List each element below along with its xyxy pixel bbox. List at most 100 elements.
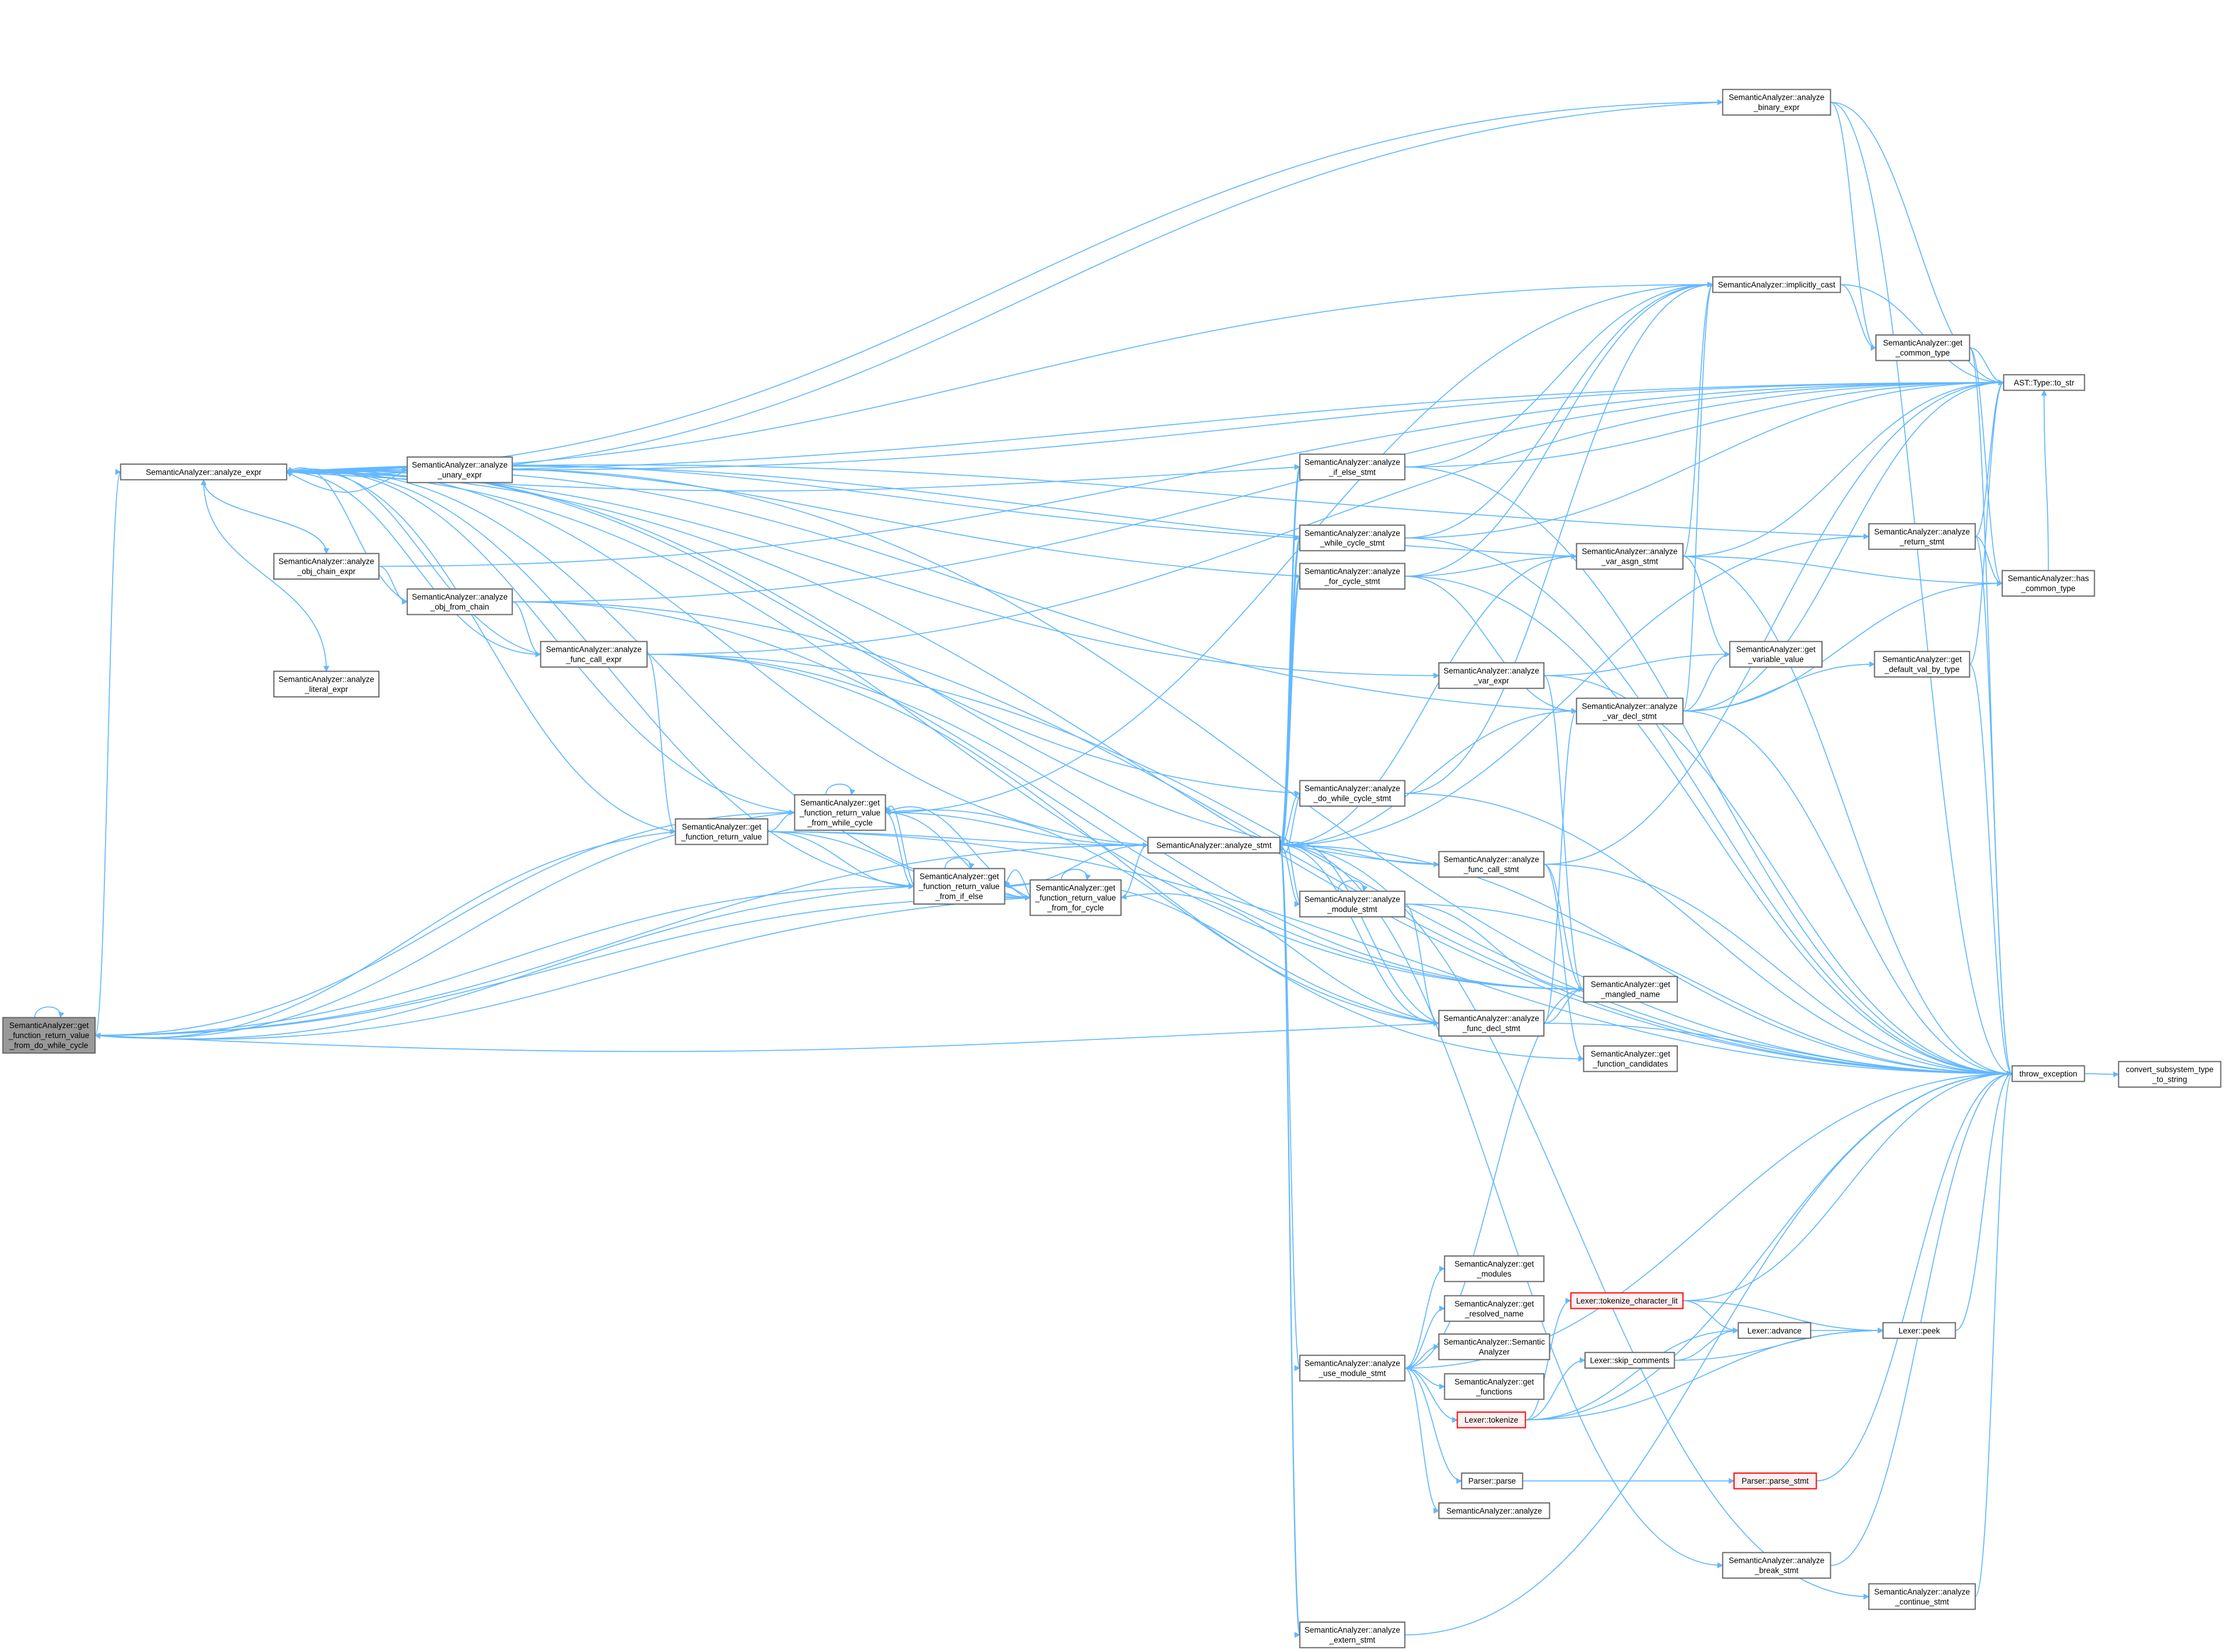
node-label-line: _obj_chain_expr: [297, 567, 356, 576]
node-label-line: SemanticAnalyzer::analyze_stmt: [1156, 841, 1272, 849]
node-label-line: _continue_stmt: [1895, 1597, 1949, 1606]
edge-binary-to-expr: [286, 101, 1723, 475]
node-stmt[interactable]: SemanticAnalyzer::analyze_stmt: [1147, 837, 1281, 854]
node-breakstmt[interactable]: SemanticAnalyzer::analyze_break_stmt: [1722, 1552, 1831, 1579]
node-label-line: _to_string: [2152, 1075, 2187, 1084]
node-label-line: SemanticAnalyzer::analyze: [1305, 529, 1400, 537]
node-label-line: SemanticAnalyzer::analyze: [412, 461, 507, 469]
node-label-line: _func_decl_stmt: [1462, 1024, 1520, 1033]
node-box: [1438, 1333, 1550, 1360]
edge-vardecl-to-throw: [1682, 710, 2013, 1077]
node-fwhile[interactable]: SemanticAnalyzer::get_function_return_va…: [794, 794, 886, 831]
node-expr[interactable]: SemanticAnalyzer::analyze_expr: [120, 463, 287, 480]
node-tokenize[interactable]: Lexer::tokenize: [1457, 1411, 1526, 1428]
node-funccallstmt[interactable]: SemanticAnalyzer::analyze_func_call_stmt: [1438, 851, 1545, 878]
node-implicit[interactable]: SemanticAnalyzer::implicitly_cast: [1712, 276, 1841, 293]
node-tostr[interactable]: AST::Type::to_str: [2003, 374, 2085, 391]
edge-fwhile-to-stmt: [885, 812, 1149, 848]
node-hascommon[interactable]: SemanticAnalyzer::has_common_type: [2002, 570, 2095, 597]
edge-varasgn-to-implicit: [1682, 282, 1713, 557]
node-literal[interactable]: SemanticAnalyzer::analyze_literal_expr: [273, 671, 380, 698]
edge-commontype-to-throw: [1969, 347, 2013, 1076]
node-convert[interactable]: convert_subsystem_type_to_string: [2118, 1061, 2221, 1088]
node-getmodules[interactable]: SemanticAnalyzer::get_modules: [1444, 1255, 1545, 1282]
node-label-line: SemanticAnalyzer::analyze: [1582, 702, 1678, 710]
edge-fwhile-to-expr: [286, 468, 795, 813]
node-box: [1444, 1255, 1545, 1282]
node-parse[interactable]: Parser::parse: [1461, 1472, 1523, 1489]
node-binary[interactable]: SemanticAnalyzer::analyze_binary_expr: [1722, 89, 1831, 116]
node-varasgn[interactable]: SemanticAnalyzer::analyze_var_asgn_stmt: [1576, 543, 1684, 570]
edge-modulestmt-to-mangled: [1404, 903, 1584, 993]
node-box: [1438, 1010, 1545, 1037]
edge-forstmt-to-vardecl: [1404, 576, 1577, 715]
node-mangled[interactable]: SemanticAnalyzer::get_mangled_name: [1583, 976, 1678, 1003]
node-vardecl[interactable]: SemanticAnalyzer::analyze_var_decl_stmt: [1576, 698, 1684, 725]
node-skipcomments[interactable]: Lexer::skip_comments: [1584, 1352, 1675, 1369]
node-label-line: _var_asgn_stmt: [1601, 557, 1658, 566]
edge-root-to-root: [34, 1006, 65, 1018]
node-getfunctions[interactable]: SemanticAnalyzer::get_functions: [1444, 1373, 1545, 1400]
edge-expr-to-varexpr: [286, 471, 1440, 679]
node-objchain[interactable]: SemanticAnalyzer::analyze_obj_chain_expr: [273, 553, 380, 580]
node-usemodule[interactable]: SemanticAnalyzer::analyze_use_module_stm…: [1299, 1355, 1406, 1382]
node-label-line: _from_do_while_cycle: [9, 1041, 89, 1050]
edge-funccallstmt-to-throw: [1543, 864, 2013, 1077]
node-charlit[interactable]: Lexer::tokenize_character_lit: [1570, 1292, 1684, 1309]
node-box: [1444, 1373, 1545, 1400]
edge-varasgn-to-varvalue: [1682, 556, 1730, 658]
node-parsestmt[interactable]: Parser::parse_stmt: [1733, 1472, 1817, 1489]
node-modulestmt[interactable]: SemanticAnalyzer::analyze_module_stmt: [1299, 891, 1406, 918]
node-throw[interactable]: throw_exception: [2011, 1065, 2085, 1082]
nodes-layer: SemanticAnalyzer::get_function_return_va…: [2, 89, 2221, 1648]
edge-gfrv-to-fifelse: [767, 831, 915, 889]
node-varexpr[interactable]: SemanticAnalyzer::analyze_var_expr: [1438, 662, 1545, 689]
node-label-line: Lexer::tokenize: [1464, 1416, 1518, 1424]
node-dowhilestmt[interactable]: SemanticAnalyzer::analyze_do_while_cycle…: [1299, 780, 1406, 807]
edge-tokenize-to-peek: [1525, 1327, 1884, 1421]
node-analyze[interactable]: SemanticAnalyzer::analyze: [1438, 1502, 1550, 1519]
node-externstmt[interactable]: SemanticAnalyzer::analyze_extern_stmt: [1299, 1621, 1406, 1648]
edge-funcdecl-to-mangled: [1543, 986, 1584, 1024]
node-whilestmt[interactable]: SemanticAnalyzer::analyze_while_cycle_st…: [1299, 524, 1406, 551]
node-commontype[interactable]: SemanticAnalyzer::get_common_type: [1875, 334, 1970, 361]
node-label-line: SemanticAnalyzer::get: [1591, 1050, 1671, 1058]
node-advance[interactable]: Lexer::advance: [1738, 1322, 1811, 1339]
node-ifelsestmt[interactable]: SemanticAnalyzer::analyze_if_else_stmt: [1299, 453, 1406, 480]
node-continuestmt[interactable]: SemanticAnalyzer::analyze_continue_stmt: [1868, 1583, 1976, 1610]
node-defaultval[interactable]: SemanticAnalyzer::get_default_val_by_typ…: [1874, 651, 1970, 678]
node-returnstmt[interactable]: SemanticAnalyzer::analyze_return_stmt: [1868, 523, 1976, 550]
node-unary[interactable]: SemanticAnalyzer::analyze_unary_expr: [407, 456, 513, 483]
node-label-line: SemanticAnalyzer::get: [800, 798, 880, 807]
node-ctor[interactable]: SemanticAnalyzer::SemanticAnalyzer: [1438, 1333, 1550, 1360]
node-peek[interactable]: Lexer::peek: [1882, 1322, 1956, 1339]
node-fifelse[interactable]: SemanticAnalyzer::get_function_return_va…: [913, 868, 1005, 905]
edge-expr-to-binary: [286, 99, 1723, 473]
edge-stmt-to-breakstmt: [1279, 844, 1723, 1569]
node-funccallexpr[interactable]: SemanticAnalyzer::analyze_func_call_expr: [540, 641, 648, 668]
node-funcdecl[interactable]: SemanticAnalyzer::analyze_func_decl_stmt: [1438, 1010, 1545, 1037]
node-label-line: Lexer::advance: [1748, 1326, 1802, 1335]
node-gfrv[interactable]: SemanticAnalyzer::get_function_return_va…: [675, 818, 768, 845]
edge-varasgn-to-hascommon: [1682, 556, 2003, 587]
edge-dowhilestmt-to-throw: [1404, 793, 2013, 1077]
node-objfrom[interactable]: SemanticAnalyzer::analyze_obj_from_chain: [407, 588, 513, 615]
node-box: [1299, 563, 1406, 590]
node-box: [1570, 1292, 1684, 1309]
edge-usemodule-to-resolved: [1404, 1305, 1445, 1369]
node-resolved[interactable]: SemanticAnalyzer::get_resolved_name: [1444, 1295, 1545, 1322]
edge-externstmt-to-throw: [1404, 1071, 2013, 1636]
edge-unary-to-tostr: [512, 379, 2004, 470]
node-candidates[interactable]: SemanticAnalyzer::get_function_candidate…: [1583, 1045, 1678, 1072]
node-varvalue[interactable]: SemanticAnalyzer::get_variable_value: [1729, 641, 1823, 668]
node-forstmt[interactable]: SemanticAnalyzer::analyze_for_cycle_stmt: [1299, 563, 1406, 590]
edge-stmt-to-expr: [286, 468, 1149, 846]
node-root[interactable]: SemanticAnalyzer::get_function_return_va…: [2, 1017, 96, 1054]
edge-whilestmt-to-tostr: [1404, 379, 2004, 539]
node-ffor[interactable]: SemanticAnalyzer::get_function_return_va…: [1029, 879, 1122, 916]
node-label-line: _unary_expr: [437, 470, 482, 479]
node-label-line: SemanticAnalyzer::get: [682, 822, 761, 831]
edge-usemodule-to-getmodules: [1404, 1265, 1445, 1369]
node-label-line: _extern_stmt: [1329, 1636, 1375, 1644]
node-box: [1299, 780, 1406, 807]
